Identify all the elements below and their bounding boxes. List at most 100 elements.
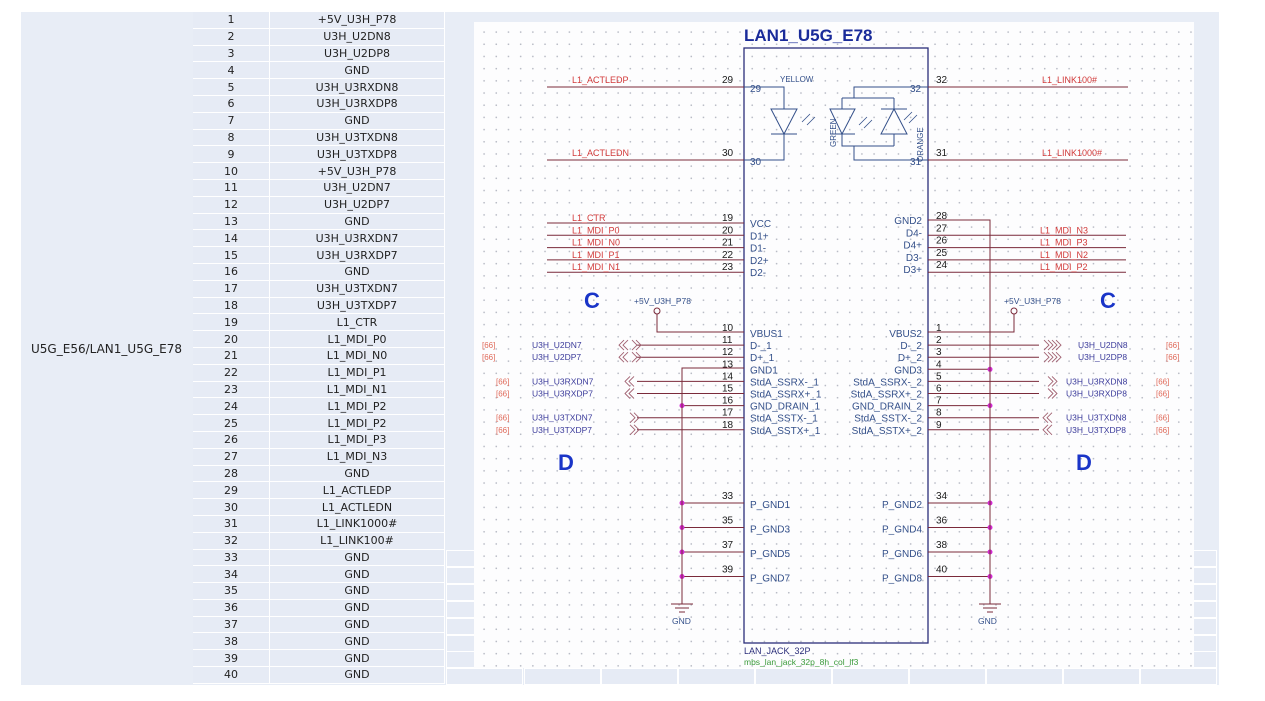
- pin-net: L1_MDI_N0: [269, 347, 445, 365]
- pin-net: U3H_U3TXDP8: [269, 145, 445, 164]
- pin-number: 2: [936, 335, 942, 346]
- pin-number: 20: [193, 330, 270, 348]
- pin-number: 26: [193, 431, 270, 449]
- pin-name: D3+: [903, 265, 922, 276]
- pin-net: L1_MDI_N1: [269, 381, 445, 399]
- pin-name: StdA_SSRX-_1: [750, 377, 819, 388]
- pin-number: 35: [722, 516, 734, 527]
- pin-number: 1: [193, 12, 270, 29]
- offpage-connector: [629, 412, 640, 424]
- page-ref: [66]: [496, 414, 509, 423]
- pin-number: 31: [936, 148, 948, 159]
- pin-number: 12: [722, 347, 734, 358]
- pin-number: 4: [936, 359, 942, 370]
- pin-name: StdA_SSTX-_1: [750, 414, 818, 425]
- pin-net: GND: [269, 565, 445, 584]
- gnd-label-left: GND: [672, 616, 691, 626]
- pin-net: GND: [269, 263, 445, 281]
- net-label: L1_LINK100#: [1042, 75, 1097, 85]
- pin-number: 13: [193, 213, 270, 231]
- power-label-left: +5V_U3H_P78: [634, 296, 691, 306]
- led-yellow-label: YELLOW: [780, 75, 814, 84]
- pin-number: 32: [936, 75, 948, 86]
- pin-net: L1_MDI_P1: [269, 364, 445, 382]
- pin-net: GND: [269, 599, 445, 617]
- pin-number: 36: [193, 599, 270, 617]
- pin-number: 27: [936, 223, 948, 234]
- offpage-connector: [629, 424, 640, 436]
- pin-number: 19: [722, 213, 734, 224]
- pin-name: StdA_SSRX-_2: [853, 377, 922, 388]
- empty-cell: [524, 668, 601, 686]
- pin-name: StdA_SSRX+_1: [750, 390, 822, 401]
- led-green-orange: [829, 86, 928, 161]
- usb-net-label: U3H_U2DP8: [1078, 352, 1127, 362]
- usb-net-label: U3H_U2DN7: [532, 340, 582, 350]
- pin-number: 29: [722, 75, 734, 86]
- pin-name: D+_1: [750, 353, 775, 364]
- page-ref: [66]: [482, 341, 495, 350]
- pin-number: 37: [193, 616, 270, 634]
- pin-number: 27: [193, 448, 270, 466]
- pin-number: 11: [722, 335, 733, 346]
- led-pin-29: 29: [750, 84, 762, 95]
- pin-net: L1_MDI_P0: [269, 330, 445, 348]
- offpage-connector: [1043, 339, 1062, 351]
- pin-number: 23: [722, 262, 734, 273]
- pin-number: 10: [193, 162, 270, 180]
- pin-net: L1_ACTLEDP: [269, 481, 445, 500]
- led-orange-label: ORANGE: [916, 127, 925, 162]
- pin-number: 22: [193, 364, 270, 382]
- vbus1-wire: [656, 314, 744, 333]
- pin-net: L1_ACTLEDN: [269, 498, 445, 516]
- net-label: L1_ACTLEDP: [572, 75, 629, 85]
- pin-number: 22: [722, 250, 734, 261]
- pin-number: 6: [936, 384, 942, 395]
- gnd-symbol-right: [979, 603, 1001, 613]
- page-ref: [66]: [1156, 414, 1169, 423]
- pin-name: P_GND5: [750, 549, 790, 560]
- pin-net: L1_MDI_N3: [269, 448, 445, 466]
- pin-number: 7: [193, 112, 270, 130]
- net-label: L1_MDI_P2: [1040, 262, 1088, 272]
- pin-number: 18: [722, 420, 734, 431]
- pin-number: 7: [936, 396, 942, 407]
- zone-d-left: D: [558, 450, 574, 475]
- pin-name: D4-: [906, 228, 922, 239]
- pin-net: U3H_U3RXDP8: [269, 95, 445, 113]
- pin-net: GND: [269, 582, 445, 600]
- pin-number: 38: [936, 540, 948, 551]
- empty-cell: [1063, 668, 1140, 686]
- pin-number: 17: [722, 408, 734, 419]
- pin-number: 29: [193, 481, 270, 500]
- pin-name: D2+: [750, 256, 769, 267]
- pin-name: StdA_SSRX+_2: [851, 390, 923, 401]
- empty-cell: [601, 668, 678, 686]
- pin-net: +5V_U3H_P78: [269, 12, 445, 29]
- pin-number: 21: [722, 238, 734, 249]
- usb-net-label: U3H_U3TXDP7: [532, 425, 592, 435]
- pin-number: 9: [193, 145, 270, 164]
- pin-number: 37: [722, 540, 734, 551]
- page-ref: [66]: [496, 377, 509, 386]
- pin-name: D4+: [903, 241, 922, 252]
- pin-number: 26: [936, 236, 948, 247]
- pin-name: GND3: [894, 365, 922, 376]
- pin-net: U3H_U3RXDN7: [269, 229, 445, 248]
- pin-name: P_GND4: [882, 525, 922, 536]
- offpage-connector: [1042, 424, 1053, 436]
- pin-number: 33: [722, 491, 734, 502]
